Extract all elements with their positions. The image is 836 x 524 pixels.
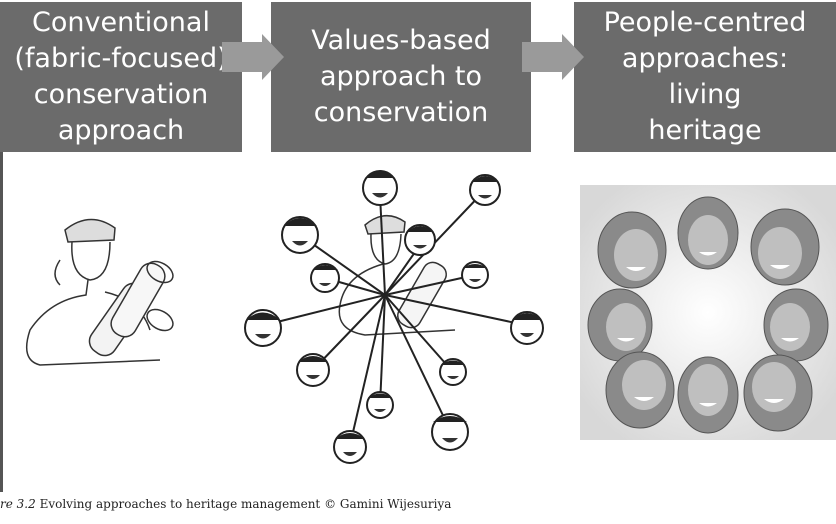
stage-box-conventional: Conventional (fabric-focused) conservati…: [0, 2, 242, 152]
figure-caption: re 3.2 Evolving approaches to heritage m…: [0, 497, 451, 511]
stakeholder-network-illustration: [244, 170, 544, 464]
figure-number: re 3.2: [0, 497, 36, 511]
stage-label-conventional: Conventional (fabric-focused) conservati…: [14, 7, 228, 146]
arrow-right-icon: [222, 34, 284, 80]
caption-text: Evolving approaches to heritage manageme…: [39, 497, 452, 511]
people-circle-photo: [580, 185, 836, 440]
conservator-illustration: [25, 218, 174, 366]
arrow-right-icon: [522, 34, 584, 80]
stage-box-people-centred: People-centred approaches: living herita…: [574, 2, 836, 152]
stage-label-values-based: Values-based approach to conservation: [311, 25, 491, 128]
stage-label-people-centred: People-centred approaches: living herita…: [603, 7, 807, 146]
stage-box-values-based: Values-based approach to conservation: [271, 2, 531, 152]
left-edge-line: [0, 152, 3, 492]
